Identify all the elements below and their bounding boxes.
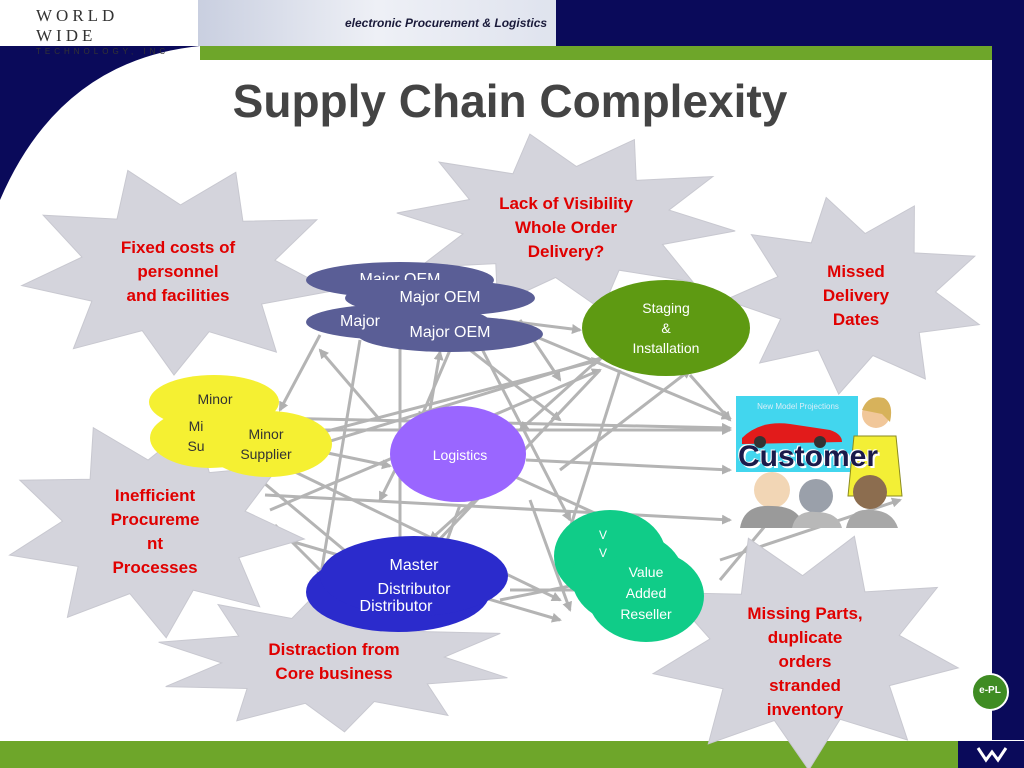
var-label-front: Value Added Reseller <box>620 564 672 622</box>
burst-missing-parts <box>651 535 960 768</box>
distributor-label-back: Distributor <box>359 598 433 611</box>
left-navy-curve <box>0 46 200 200</box>
connector-arrow <box>518 356 602 432</box>
audience-head-icon <box>853 475 887 509</box>
connector-arrow <box>525 458 732 475</box>
distributor-label-front: Master Distributor <box>377 557 451 598</box>
bottom-corner-logo-icon <box>976 747 1008 763</box>
header-banner-text: electronic Procurement & Logistics <box>345 16 548 30</box>
minor-label-back-1: Minor <box>197 391 233 407</box>
audience-head-icon <box>799 479 833 513</box>
epl-badge-circle <box>971 673 1009 711</box>
company-logo: WORLD WIDE TECHNOLOGY, INC <box>36 6 186 56</box>
connector-arrow <box>499 468 612 522</box>
logistics-label: Logistics <box>432 447 488 463</box>
connector-arrow <box>428 350 444 411</box>
problem-missed-delivery: Missed Delivery Dates <box>822 262 890 329</box>
connector-arrow <box>278 334 322 412</box>
epl-badge-label: e-PL <box>979 685 1001 696</box>
logo-line-2: TECHNOLOGY, INC <box>36 47 170 56</box>
minor-label-front: Minor Supplier <box>240 426 292 462</box>
burst-inefficient <box>8 421 306 639</box>
oem-ellipse-front <box>357 316 543 352</box>
connector-arrow <box>528 499 572 612</box>
banner-box <box>198 0 556 46</box>
audience-body-icon <box>740 505 804 528</box>
audience-body-icon <box>792 511 842 528</box>
oem-label-back-2: Major <box>340 313 380 330</box>
customer-label: Customer <box>738 440 879 473</box>
audience-head-icon <box>754 472 790 508</box>
burst-visibility <box>396 133 736 311</box>
problem-fixed-costs: Fixed costs of personnel and facilities <box>120 238 236 305</box>
bottom-green-bar <box>0 741 1024 768</box>
logistics-ellipse <box>390 406 526 502</box>
connector-arrow <box>478 344 572 522</box>
connector-arrow <box>428 493 482 542</box>
problem-missing-parts: Missing Parts, duplicate orders stranded… <box>747 604 863 719</box>
oem-label-back-1: Major OEM <box>359 271 441 280</box>
problem-distraction: Distraction from Core business <box>268 640 400 683</box>
audience-body-icon <box>846 509 898 528</box>
oem-label-front: Major OEM <box>409 324 491 341</box>
logo-box <box>0 0 198 46</box>
customer-illustration <box>736 396 903 528</box>
minor-label-back-2: Mi Su <box>187 418 205 454</box>
problem-inefficient: Inefficient Procureme nt Processes <box>110 486 200 577</box>
connector-arrow <box>316 339 362 582</box>
var-label-back: V V <box>598 528 607 560</box>
burst-missed-delivery <box>723 196 981 396</box>
burst-fixed-costs <box>20 169 335 376</box>
staging-ellipse <box>582 280 750 376</box>
connector-arrow <box>261 454 562 602</box>
connector-arrow <box>559 368 692 472</box>
connector-arrow <box>519 328 732 420</box>
oem-label-mid: Major OEM <box>399 289 481 306</box>
right-navy-bar <box>992 0 1024 740</box>
connector-arrow <box>318 348 382 421</box>
customer-poster-caption: New Model Projections <box>757 402 839 411</box>
presenter-hair-icon <box>862 397 892 422</box>
connector-arrow <box>264 493 732 525</box>
problem-visibility: Lack of Visibility Whole Order Delivery? <box>499 194 633 261</box>
logo-line-1: WORLD WIDE <box>36 6 119 45</box>
page-title: Supply Chain Complexity <box>232 75 788 127</box>
distributor-ellipse-front <box>320 536 508 616</box>
minor-ellipse-front <box>204 411 332 477</box>
staging-label: Staging & Installation <box>632 300 700 356</box>
car-wheel-icon <box>814 436 826 448</box>
var-ellipse-front <box>588 550 704 642</box>
top-green-stripe <box>200 46 992 60</box>
connector-arrow <box>688 374 732 422</box>
car-wheel-icon <box>754 436 766 448</box>
